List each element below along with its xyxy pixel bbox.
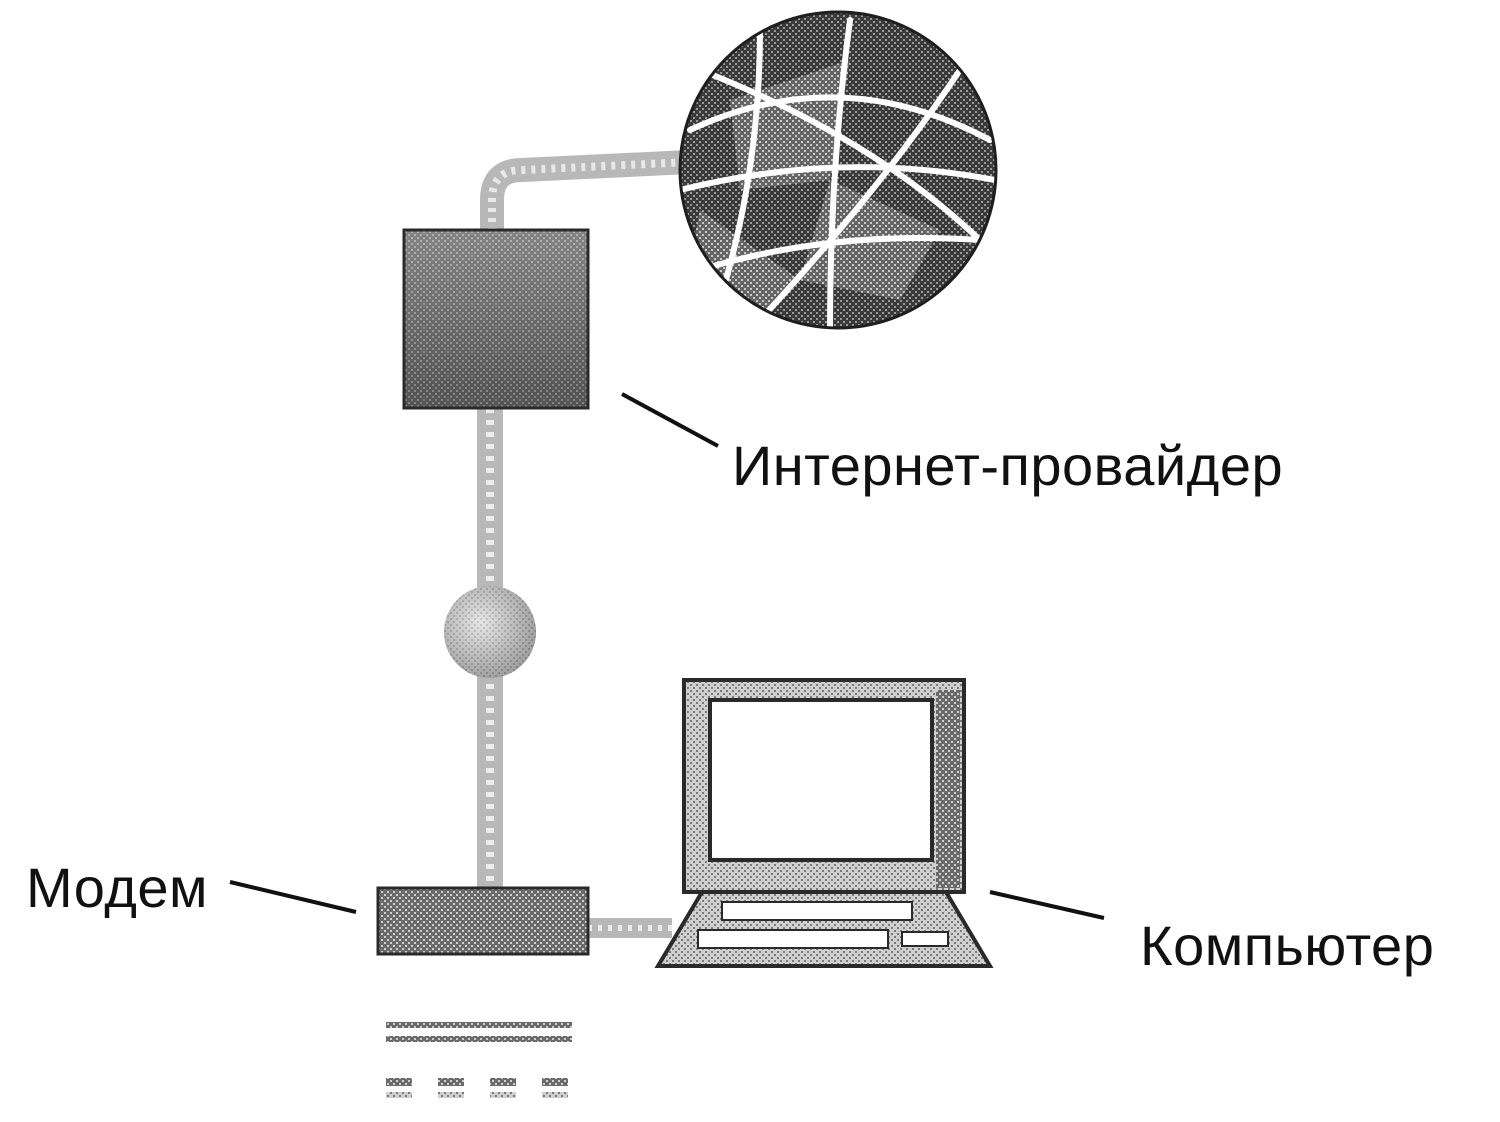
monitor-screen — [708, 698, 934, 862]
computer-icon — [654, 678, 994, 968]
modem-icon — [376, 886, 590, 956]
provider-label: Интернет-провайдер — [732, 434, 1284, 497]
leader-line-provider — [621, 392, 719, 448]
leader-line-computer — [989, 890, 1105, 920]
provider-server-icon — [402, 228, 590, 410]
modem-label: Модем — [26, 856, 209, 919]
leader-line-modem — [229, 880, 357, 914]
computer-label: Компьютер — [1140, 914, 1435, 977]
internet-globe-icon — [678, 10, 998, 330]
phone-jack-lines — [386, 1022, 572, 1098]
